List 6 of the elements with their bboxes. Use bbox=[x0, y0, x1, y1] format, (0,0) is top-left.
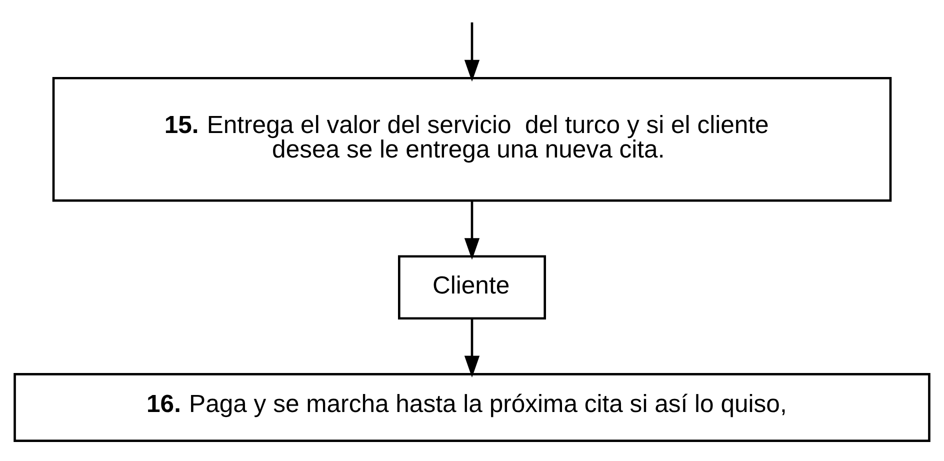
node-box: Cliente bbox=[398, 254, 546, 320]
arrow bbox=[464, 318, 480, 377]
arrow bbox=[464, 22, 480, 82]
node-box: 16. Paga y se marcha hasta la próxima cita si así lo quiso, bbox=[14, 372, 930, 442]
node-box: 15. Entrega el valor del servicio del turco y si el cliente desea se le entrega una nueva cita. bbox=[52, 76, 892, 202]
arrow bbox=[464, 200, 480, 260]
